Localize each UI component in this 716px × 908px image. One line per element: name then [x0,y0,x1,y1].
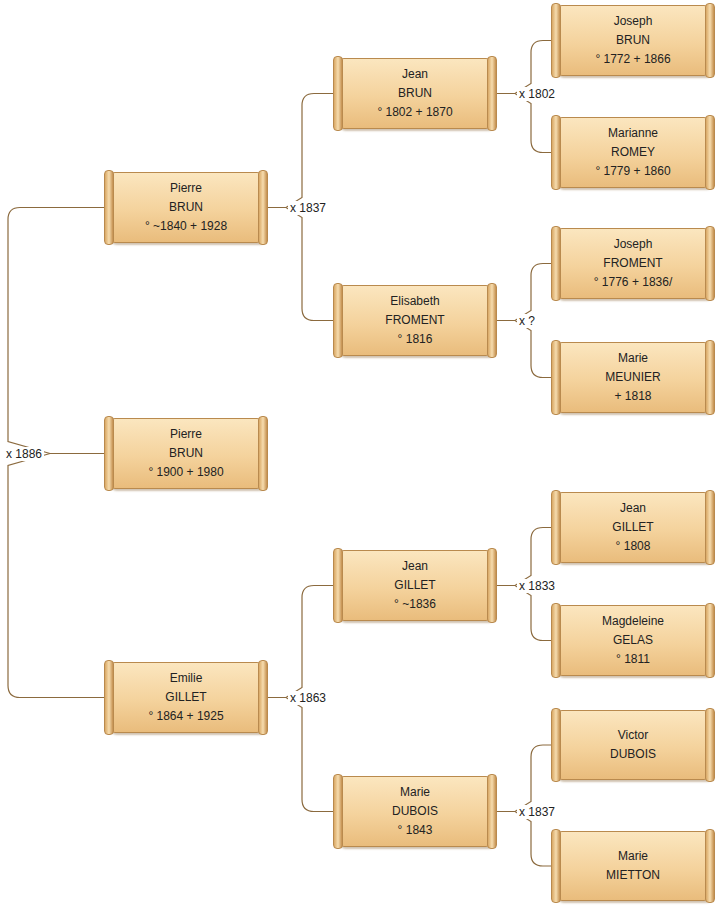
life-dates: ° 1811 [568,650,698,669]
family-link [495,321,553,378]
given-name: Pierre [121,425,251,444]
scroll-box: MarianneROMEY° 1779 + 1860 [555,117,711,188]
marriage-label: x 1833 [517,579,557,593]
family-name: GELAS [568,631,698,650]
scroll-box: VictorDUBOIS [555,710,711,780]
family-link [8,208,106,454]
life-dates: ° ~1840 + 1928 [121,217,251,236]
scroll-box: JeanGILLET° 1808 [555,492,711,563]
given-name: Marie [568,847,698,866]
life-dates: ° 1900 + 1980 [121,463,251,482]
family-name: MEUNIER [568,368,698,387]
family-link [8,454,106,698]
given-name: Jean [350,557,480,576]
family-name: GILLET [350,576,480,595]
life-dates: ° 1779 + 1860 [568,162,698,181]
given-name: Elisabeth [350,292,480,311]
box-content: JeanBRUN° 1802 + 1870 [350,65,480,122]
scroll-box: JeanBRUN° 1802 + 1870 [337,58,493,129]
given-name: Marie [568,349,698,368]
life-dates: ° 1808 [568,537,698,556]
given-name: Marie [350,783,480,802]
scroll-box: JeanGILLET° ~1836 [337,550,493,621]
given-name: Jean [350,65,480,84]
marriage-label: x 1863 [288,691,328,705]
marriage-label: x 1802 [517,87,557,101]
family-name: BRUN [121,444,251,463]
family-name: FROMENT [350,311,480,330]
family-name: MIETTON [568,866,698,885]
family-name: DUBOIS [350,802,480,821]
box-content: JosephBRUN° 1772 + 1866 [568,12,698,69]
scroll-box: PierreBRUN° 1900 + 1980 [108,418,264,489]
family-link [495,94,553,153]
life-dates: + 1818 [568,387,698,406]
life-dates: ° 1843 [350,821,480,840]
scroll-box: ElisabethFROMENT° 1816 [337,285,493,356]
family-name: BRUN [568,31,698,50]
given-name: Jean [568,499,698,518]
scroll-box: JosephBRUN° 1772 + 1866 [555,5,711,76]
life-dates: ° 1776 + 1836/ [568,273,698,292]
scroll-box: MarieMEUNIER+ 1818 [555,342,711,413]
family-link [266,94,335,208]
family-name: FROMENT [568,254,698,273]
scroll-box: EmilieGILLET° 1864 + 1925 [108,662,264,733]
given-name: Joseph [568,235,698,254]
scroll-box: PierreBRUN° ~1840 + 1928 [108,172,264,243]
life-dates: ° ~1836 [350,595,480,614]
box-content: PierreBRUN° 1900 + 1980 [121,425,251,482]
family-name: ROMEY [568,143,698,162]
marriage-label: x 1837 [517,805,557,819]
given-name: Victor [568,726,698,745]
scroll-box: JosephFROMENT° 1776 + 1836/ [555,228,711,299]
family-link [495,264,553,321]
given-name: Emilie [121,669,251,688]
box-content: JeanGILLET° 1808 [568,499,698,556]
family-link [495,812,553,867]
marriage-label: x ? [517,314,537,328]
family-link [266,698,335,812]
family-name: GILLET [121,688,251,707]
given-name: Marianne [568,124,698,143]
given-name: Pierre [121,179,251,198]
life-dates: ° 1816 [350,330,480,349]
life-dates: ° 1772 + 1866 [568,50,698,69]
given-name: Joseph [568,12,698,31]
box-content: EmilieGILLET° 1864 + 1925 [121,669,251,726]
box-content: VictorDUBOIS [568,726,698,764]
family-link [495,745,553,812]
box-content: MarianneROMEY° 1779 + 1860 [568,124,698,181]
family-link [495,41,553,94]
life-dates: ° 1802 + 1870 [350,103,480,122]
box-content: MarieMIETTON [568,847,698,885]
marriage-label: x 1886 [4,447,44,461]
marriage-label: x 1837 [288,201,328,215]
box-content: JeanGILLET° ~1836 [350,557,480,614]
family-name: BRUN [350,84,480,103]
scroll-box: MarieDUBOIS° 1843 [337,776,493,847]
family-name: DUBOIS [568,745,698,764]
scroll-box: MarieMIETTON [555,831,711,901]
scroll-box: MagdeleineGELAS° 1811 [555,605,711,676]
box-content: MarieMEUNIER+ 1818 [568,349,698,406]
box-content: MagdeleineGELAS° 1811 [568,612,698,669]
family-name: GILLET [568,518,698,537]
family-link [266,208,335,321]
box-content: MarieDUBOIS° 1843 [350,783,480,840]
box-content: JosephFROMENT° 1776 + 1836/ [568,235,698,292]
family-name: BRUN [121,198,251,217]
given-name: Magdeleine [568,612,698,631]
family-link [495,586,553,641]
family-link [495,528,553,586]
life-dates: ° 1864 + 1925 [121,707,251,726]
box-content: ElisabethFROMENT° 1816 [350,292,480,349]
box-content: PierreBRUN° ~1840 + 1928 [121,179,251,236]
family-link [266,586,335,698]
